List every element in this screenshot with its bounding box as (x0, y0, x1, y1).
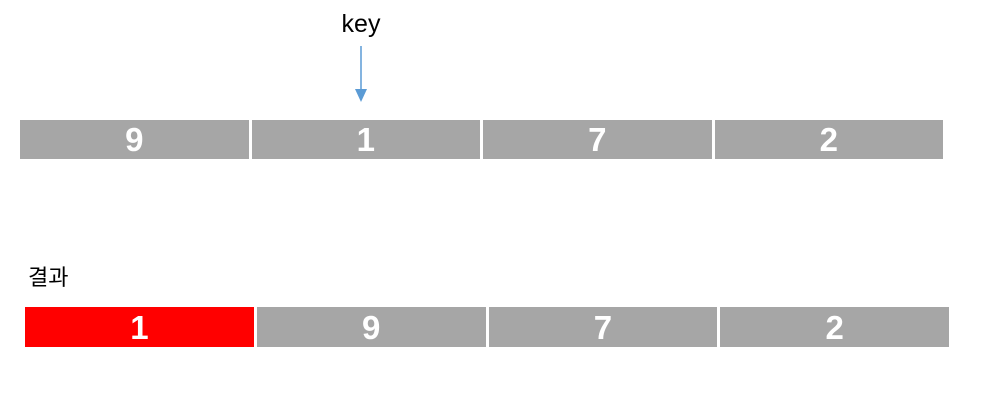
array-cell: 9 (20, 120, 249, 159)
array-cell: 7 (483, 120, 712, 159)
array-cell: 2 (720, 307, 949, 347)
down-arrow-icon (355, 46, 367, 102)
result-array: 1 9 7 2 (25, 307, 949, 347)
array-cell: 7 (488, 307, 718, 347)
key-label: key (341, 10, 381, 38)
array-cell-key: 1 (251, 120, 480, 159)
array-cell: 9 (256, 307, 486, 347)
result-label: 결과 (28, 265, 69, 290)
input-array: 9 1 7 2 (20, 120, 943, 159)
array-cell-highlighted: 1 (25, 307, 254, 347)
array-cell: 2 (714, 120, 943, 159)
